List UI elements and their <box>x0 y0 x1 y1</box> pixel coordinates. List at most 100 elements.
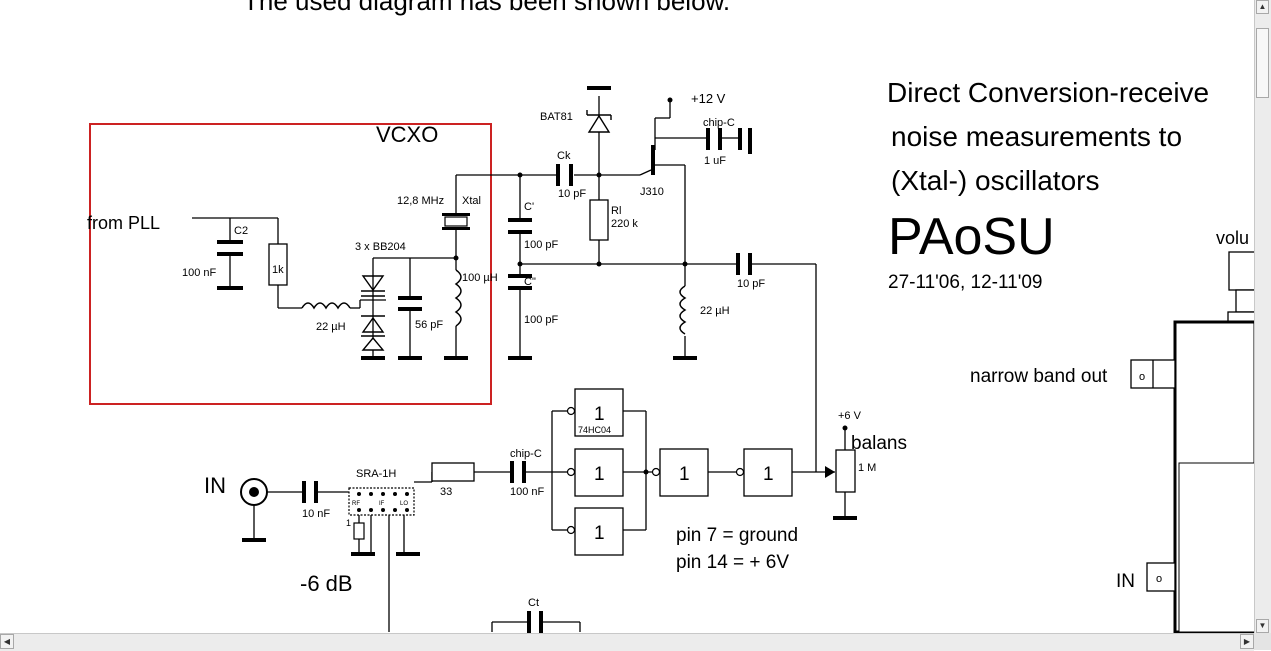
fet-j310 <box>639 145 655 176</box>
from-pll-label: from PLL <box>87 213 160 233</box>
gate-1 <box>566 388 624 437</box>
ground-xtal <box>444 356 468 360</box>
pot-label: 1 M <box>858 462 876 474</box>
sra-label: SRA-1H <box>356 468 396 480</box>
resistor-attn <box>353 522 365 540</box>
potentiometer-1m <box>835 449 856 493</box>
r33-label: 33 <box>440 486 452 498</box>
l22-label: 22 µH <box>316 321 346 333</box>
capacitor-56pf <box>398 296 422 360</box>
c2-value: 100 nF <box>182 267 217 279</box>
c100n-label: 100 nF <box>510 486 545 498</box>
vertical-scrollbar[interactable] <box>1254 0 1271 650</box>
narrow-out-label: narrow band out <box>970 366 1108 387</box>
xtal-freq: 12,8 MHz <box>397 195 444 207</box>
ck-label: Ck <box>557 150 571 162</box>
pin-1: 1 <box>346 518 351 528</box>
scroll-right-button[interactable]: ▶ <box>1240 634 1254 649</box>
title-line3: (Xtal-) oscillators <box>891 165 1099 196</box>
ground-mixer-1 <box>351 552 375 556</box>
capacitor-1uf <box>706 128 752 154</box>
right-in-label: IN <box>1116 571 1135 592</box>
r1k-label: 1k <box>272 264 284 276</box>
ground-varicap <box>361 356 385 360</box>
brand-callsign: PAoSU <box>888 208 1055 266</box>
inductor-22uh-v <box>679 285 687 335</box>
narrow-out-jack-label: o <box>1139 371 1145 383</box>
ground-mixer-2 <box>396 552 420 556</box>
vertical-scroll-thumb[interactable] <box>1256 28 1269 98</box>
mixer-wiring <box>267 410 846 632</box>
c-out-label: 10 pF <box>737 278 765 290</box>
c-in-label: 10 nF <box>302 508 330 520</box>
c-1uf: 1 uF <box>704 155 726 167</box>
ic-label: 74HC04 <box>578 425 611 435</box>
gate-5-label: 1 <box>763 464 774 485</box>
right-in-jack <box>1146 562 1176 592</box>
ground-l22 <box>673 356 697 360</box>
rl-value: 220 k <box>611 218 638 230</box>
gate-3-label: 1 <box>594 523 605 544</box>
gate-junction <box>643 469 649 475</box>
balans-label: balans <box>851 433 907 454</box>
pin7-note: pin 7 = ground <box>676 525 798 546</box>
gate-4-label: 1 <box>679 464 690 485</box>
vcxo-label: VCXO <box>376 122 438 147</box>
gate-2 <box>566 448 624 497</box>
ck-value: 10 pF <box>558 188 586 200</box>
instrument-box <box>1173 320 1257 634</box>
bnc-input <box>240 478 268 542</box>
title-line1: Direct Conversion-receive <box>887 77 1209 108</box>
resistor-1k <box>268 243 288 286</box>
c-prime-value: 100 pF <box>524 239 559 251</box>
title-line2: noise measurements to <box>891 121 1182 152</box>
capacitor-c-dprime <box>508 274 532 360</box>
capacitor-10pf-out <box>736 253 752 275</box>
c-dprime-value: 100 pF <box>524 314 559 326</box>
horizontal-scrollbar[interactable] <box>0 633 1254 651</box>
resistor-33 <box>431 462 475 482</box>
ground-pot <box>833 516 857 520</box>
pin-lo: LO <box>400 501 408 507</box>
supply-6v: +6 V <box>838 410 862 422</box>
volume-knob <box>1227 251 1256 323</box>
capacitor-ck <box>556 164 573 186</box>
capacitor-ct <box>527 611 543 633</box>
c-dprime-label: C" <box>524 276 536 288</box>
rl-label: Rl <box>611 205 621 217</box>
diode-bat81 <box>586 86 612 133</box>
resistor-rl <box>589 199 609 241</box>
gate-1-label: 1 <box>594 404 605 425</box>
gate-2-label: 1 <box>594 464 605 485</box>
varicap-diodes <box>361 275 385 351</box>
varicaps-label: 3 x BB204 <box>355 241 406 253</box>
title-dates: 27-11'06, 12-11'09 <box>888 272 1042 293</box>
supply-12v: +12 V <box>691 91 726 106</box>
crystal <box>442 213 470 230</box>
attn-label: -6 dB <box>300 571 353 596</box>
capacitor-10nf-in <box>302 481 318 503</box>
scroll-up-button[interactable]: ▲ <box>1256 0 1269 14</box>
right-in-jack-label: o <box>1156 573 1162 585</box>
pin14-note: pin 14 = + 6V <box>676 552 789 573</box>
supply-6v-node <box>842 425 848 431</box>
scrollbar-corner <box>1254 633 1271 650</box>
l-out-label: 22 µH <box>700 305 730 317</box>
scroll-down-button[interactable]: ▼ <box>1256 619 1269 633</box>
scroll-left-button[interactable]: ◀ <box>0 634 14 649</box>
pin-if: IF <box>379 501 385 507</box>
ct-label: Ct <box>528 597 539 609</box>
in-label: IN <box>204 473 226 498</box>
narrow-out-jack <box>1130 359 1176 389</box>
inductor-100uh <box>454 269 462 327</box>
inductor-22uh-h <box>301 302 351 310</box>
chip-c2-label: chip-C <box>510 448 542 460</box>
l100-label: 100 µH <box>462 272 498 284</box>
header-text: The used diagram has been shown below. <box>243 0 730 16</box>
mixer-pins <box>357 492 409 512</box>
vcxo-box <box>89 123 492 405</box>
capacitor-c2 <box>217 240 243 290</box>
capacitor-c-prime <box>508 218 532 234</box>
junction-dots <box>453 172 688 267</box>
